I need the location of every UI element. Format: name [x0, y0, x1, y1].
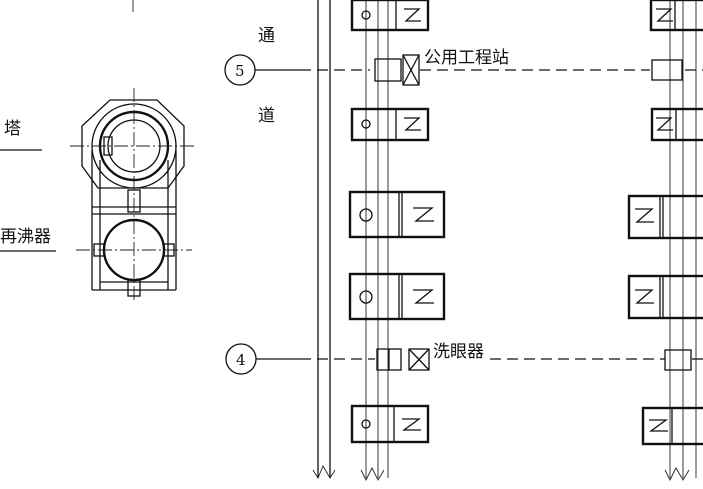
- exchanger-left-5: [350, 404, 430, 444]
- gridline-5: [224, 54, 703, 86]
- exchanger-right-3: [627, 194, 703, 240]
- passage-label-2: 道: [258, 106, 275, 126]
- exchanger-left-2: [350, 107, 430, 142]
- exchanger-left-3: [348, 190, 446, 239]
- exchanger-left-4: [348, 272, 446, 321]
- eyewash-label: 洗眼器: [433, 342, 484, 362]
- eyewash-symbol: [376, 348, 430, 371]
- tower-label: 塔: [4, 119, 21, 139]
- gridline-5-bubble: 5: [235, 62, 245, 80]
- exchanger-right-5: [641, 406, 703, 446]
- reboiler-label: 再沸器: [0, 227, 51, 247]
- utility-station-symbol-right: [651, 59, 683, 81]
- exchanger-right-4: [627, 274, 703, 320]
- utility-station-symbol: [374, 54, 420, 86]
- building-lines: [312, 0, 697, 482]
- utility-station-label: 公用工程站: [424, 48, 509, 68]
- passage-label-1: 通: [258, 26, 275, 46]
- exchanger-left-1: [350, 0, 430, 32]
- eyewash-symbol-right: [664, 349, 692, 371]
- exchanger-right-2: [650, 107, 703, 142]
- gridline-4-bubble: 4: [236, 351, 246, 369]
- tower-reboiler-group: [0, 0, 196, 300]
- exchanger-right-1: [649, 0, 703, 32]
- gridline-4: [225, 343, 703, 375]
